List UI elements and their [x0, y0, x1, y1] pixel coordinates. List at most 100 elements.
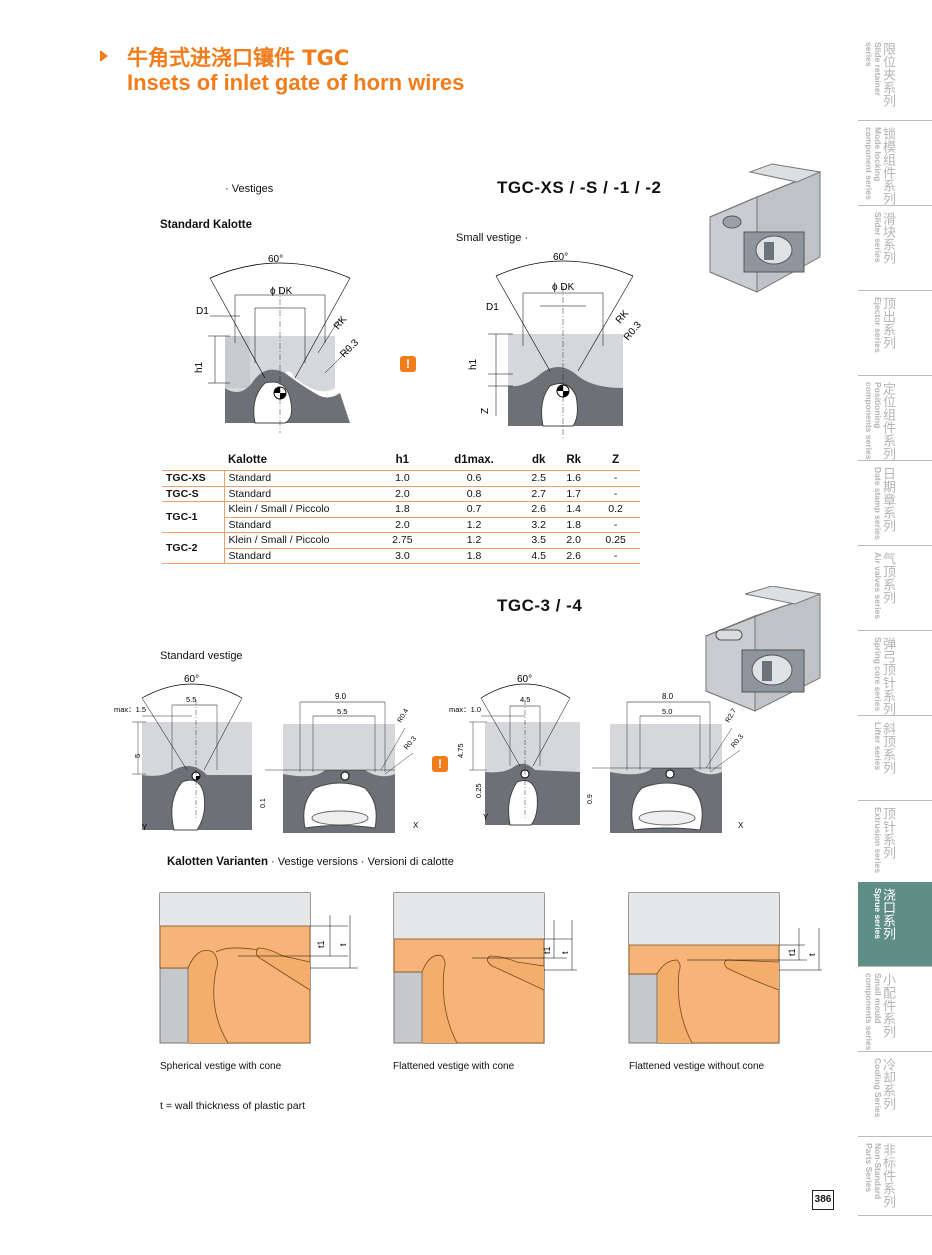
cell-model: TGC-S — [162, 486, 225, 502]
tgc-xs-part-image — [709, 163, 822, 293]
cell-d1max: 0.6 — [426, 470, 522, 487]
table-row: TGC-S Standard 2.0 0.8 2.7 1.7 - — [162, 486, 640, 502]
warning-icon-2: ! — [432, 756, 448, 772]
x-label-2: X — [738, 821, 744, 830]
sidebar-item-sublabel: Non-Standard Parts Series — [864, 1143, 883, 1200]
dk-label: ϕ DK — [270, 286, 293, 297]
sidebar-item-sublabel: Small mould components series — [864, 973, 883, 1051]
cell-h1: 1.0 — [378, 470, 427, 487]
y-label: Y — [142, 823, 148, 832]
x-label: X — [413, 821, 419, 830]
sidebar-item-label: 气顶系列 — [880, 552, 895, 604]
col-header: Rk — [556, 452, 592, 471]
table-row: TGC-XS Standard 1.0 0.6 2.5 1.6 - — [162, 470, 640, 487]
sidebar-item-label: 滑块系列 — [880, 212, 895, 264]
z-label: Z — [480, 408, 491, 414]
spec-table: Kalotte h1 d1max. dk Rk Z TGC-XS Standar… — [162, 452, 640, 564]
height-label: 5 — [133, 754, 142, 758]
col-header: Z — [591, 452, 640, 471]
width-label-2: 4.5 — [520, 695, 530, 704]
col-header: Kalotte — [224, 452, 378, 471]
vestige-versions-title-rest: · Vestige versions · Versioni di calotte — [267, 856, 454, 868]
cell-rk: 2.0 — [556, 532, 592, 549]
sidebar-item-sublabel: Lifter series — [873, 722, 883, 771]
title-marker-icon — [100, 50, 108, 62]
standard-vestige-label: Standard vestige — [160, 650, 243, 662]
cell-kalotte: Klein / Small / Piccolo — [224, 532, 378, 549]
sidebar-item-label: 顶出系列 — [880, 297, 895, 349]
rk-label-2: RK — [614, 308, 632, 326]
cell-kalotte: Standard — [224, 548, 378, 564]
w1-label-2: 8.0 — [662, 692, 674, 701]
col-header — [162, 452, 224, 471]
sidebar-item-label: 浇口系列 — [880, 888, 895, 940]
sidebar-item-sublabel: Spring core series — [873, 637, 883, 712]
sidebar-item-label: 顶针系列 — [880, 807, 895, 859]
vestige-versions-title-bold: Kalotten Varianten — [167, 856, 268, 868]
cell-h1: 2.0 — [378, 517, 427, 533]
max-label: max：1.5 — [114, 705, 146, 714]
tgc4-standard-diagram-2: 8.0 5.0 R2.7 R0.3 0.9 X — [587, 692, 745, 833]
height-label-2: 4.75 — [456, 743, 465, 758]
cell-dk: 3.2 — [521, 517, 557, 533]
sidebar-item-sublabel: Ejector series — [873, 297, 883, 353]
sidebar-item-sublabel: Sprue series — [873, 888, 883, 940]
t-label-4: t — [560, 951, 570, 954]
cell-d1max: 1.8 — [426, 548, 522, 564]
standard-kalotte-diagram: 60° ϕ DK D1 RK R0.3 h1 — [194, 254, 361, 433]
t-label-3: t — [338, 943, 348, 946]
d1-label-2: D1 — [486, 302, 499, 313]
d1-label: D1 — [196, 306, 209, 317]
sidebar-item-label: 日期章系列 — [880, 467, 895, 532]
caption-spherical: Spherical vestige with cone — [160, 1061, 282, 1072]
r27-label: R2.7 — [725, 708, 739, 724]
spherical-vestige-diagram: t1 t — [159, 892, 358, 1044]
w1-label: 9.0 — [335, 692, 347, 701]
cell-rk: 1.4 — [556, 501, 592, 518]
t-label-5: t — [807, 953, 817, 956]
caption-flattened-no-cone: Flattened vestige without cone — [629, 1061, 765, 1072]
tgc3-standard-diagram-2: 9.0 5.5 R0.4 R0.3 0.1 X — [260, 692, 419, 833]
sidebar-item-sublabel: Air valves series — [873, 552, 883, 620]
cell-z: 0.25 — [591, 532, 640, 549]
table-header-row: Kalotte h1 d1max. dk Rk Z — [162, 452, 640, 471]
sidebar-item-sublabel: Slide retainer series — [864, 42, 883, 96]
flattened-vestige-cone-diagram: t1 t — [393, 892, 577, 1044]
cell-z: 0.2 — [591, 501, 640, 518]
r03-label-3: R0.3 — [403, 735, 418, 751]
t1-label-2: t1 — [542, 946, 552, 954]
footnote: t = wall thickness of plastic part — [160, 1100, 306, 1112]
col-header: d1max. — [426, 452, 522, 471]
cell-kalotte: Standard — [224, 486, 378, 502]
sidebar-item-label: 弹弓顶针系列 — [880, 637, 895, 715]
table-row: Standard 3.0 1.8 4.5 2.6 - — [162, 548, 640, 564]
r04-label: R0.4 — [397, 708, 411, 724]
cell-kalotte: Standard — [224, 470, 378, 487]
cell-d1max: 0.7 — [426, 501, 522, 518]
cell-model: TGC-XS — [162, 470, 225, 487]
h2-label: 0.25 — [474, 783, 483, 798]
cell-rk: 1.8 — [556, 517, 592, 533]
cell-d1max: 0.8 — [426, 486, 522, 502]
sidebar-item-sublabel: Mode locking component series — [864, 127, 883, 200]
col-header: h1 — [378, 452, 427, 471]
t1-label: t1 — [316, 940, 326, 948]
t-label-2: 0.9 — [587, 794, 594, 804]
cell-rk: 1.7 — [556, 486, 592, 502]
table-row: Standard 2.0 1.2 3.2 1.8 - — [162, 517, 640, 533]
caption-flattened-cone: Flattened vestige with cone — [393, 1061, 515, 1072]
